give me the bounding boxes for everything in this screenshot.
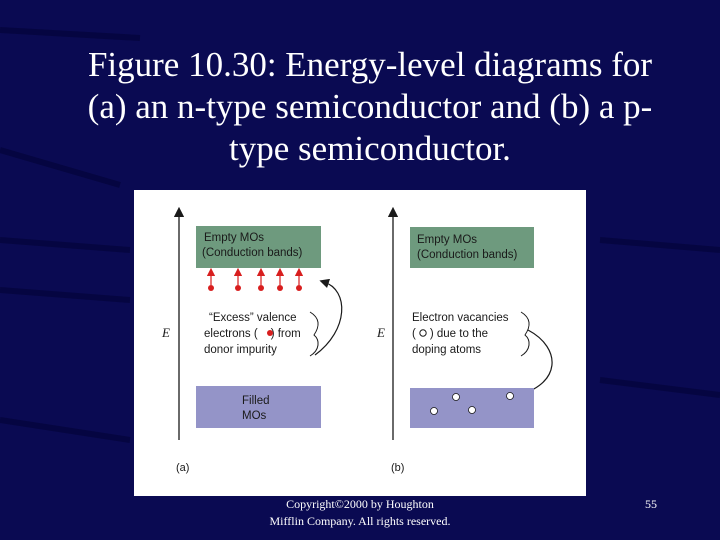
donor-electrons — [206, 267, 304, 291]
copyright-line-2: Mifflin Company. All rights reserved. — [269, 514, 451, 528]
energy-axis-label-a: E — [161, 325, 170, 340]
conduction-band-a-line2: (Conduction bands) — [202, 247, 303, 259]
vacancy-pointer-arrow-b — [510, 329, 553, 400]
bracket-a — [309, 311, 319, 357]
energy-level-figure: E Empty MOs (Conduction bands) “Excess” … — [134, 190, 586, 496]
panel-label-a: (a) — [176, 462, 189, 474]
electron-dot — [258, 285, 264, 291]
panel-label-b: (b) — [391, 462, 404, 474]
conduction-band-b-line1: Empty MOs — [417, 234, 477, 246]
valence-band-a — [196, 386, 321, 428]
electron-dot — [235, 285, 241, 291]
energy-axis-label-b: E — [376, 325, 385, 340]
copyright-notice: Copyright©2000 by Houghton Mifflin Compa… — [240, 496, 480, 530]
electron-dot — [277, 285, 283, 291]
valence-band-a-line1: Filled — [242, 395, 269, 407]
legend-electron-dot — [267, 330, 273, 336]
impurity-pointer-arrow-a — [314, 278, 343, 356]
vacancy-circle — [468, 406, 476, 414]
vacancy-label-b-line2: () due to the — [412, 328, 488, 340]
valence-band-a-line2: MOs — [242, 410, 267, 422]
copyright-line-1: Copyright©2000 by Houghton — [286, 497, 434, 511]
title-line-2: (a) an n-type semiconductor and (b) a p- — [87, 87, 653, 126]
legend-vacancy-circle — [419, 329, 427, 337]
impurity-label-a-line3: donor impurity — [204, 344, 277, 356]
bracket-b — [520, 311, 530, 357]
title-line-3: type semiconductor. — [229, 129, 511, 168]
conduction-band-a — [196, 226, 321, 268]
energy-level-diagram: E Empty MOs (Conduction bands) “Excess” … — [161, 206, 553, 474]
conduction-band-b-line2: (Conduction bands) — [417, 249, 518, 261]
vacancy-circle — [506, 392, 514, 400]
slide-number: 55 — [645, 497, 657, 511]
title-line-1: Figure 10.30: Energy-level diagrams for — [87, 45, 653, 84]
panel-a: E Empty MOs (Conduction bands) “Excess” … — [161, 206, 343, 474]
electron-dot — [296, 285, 302, 291]
electron-dot — [208, 285, 214, 291]
vacancy-label-b-line1: Electron vacancies — [412, 312, 509, 324]
slide-title: Figure 10.30: Energy-level diagrams for … — [40, 44, 700, 170]
impurity-label-a-line1: “Excess” valence — [209, 312, 297, 324]
vacancy-circle — [452, 393, 460, 401]
vacancy-label-b-line3: doping atoms — [412, 344, 481, 356]
conduction-band-b — [410, 227, 534, 268]
panel-b: E Empty MOs (Conduction bands) Electron … — [376, 206, 553, 474]
impurity-label-a-line2: electrons () from — [204, 328, 301, 340]
vacancy-circle — [430, 407, 438, 415]
conduction-band-a-line1: Empty MOs — [204, 232, 264, 244]
